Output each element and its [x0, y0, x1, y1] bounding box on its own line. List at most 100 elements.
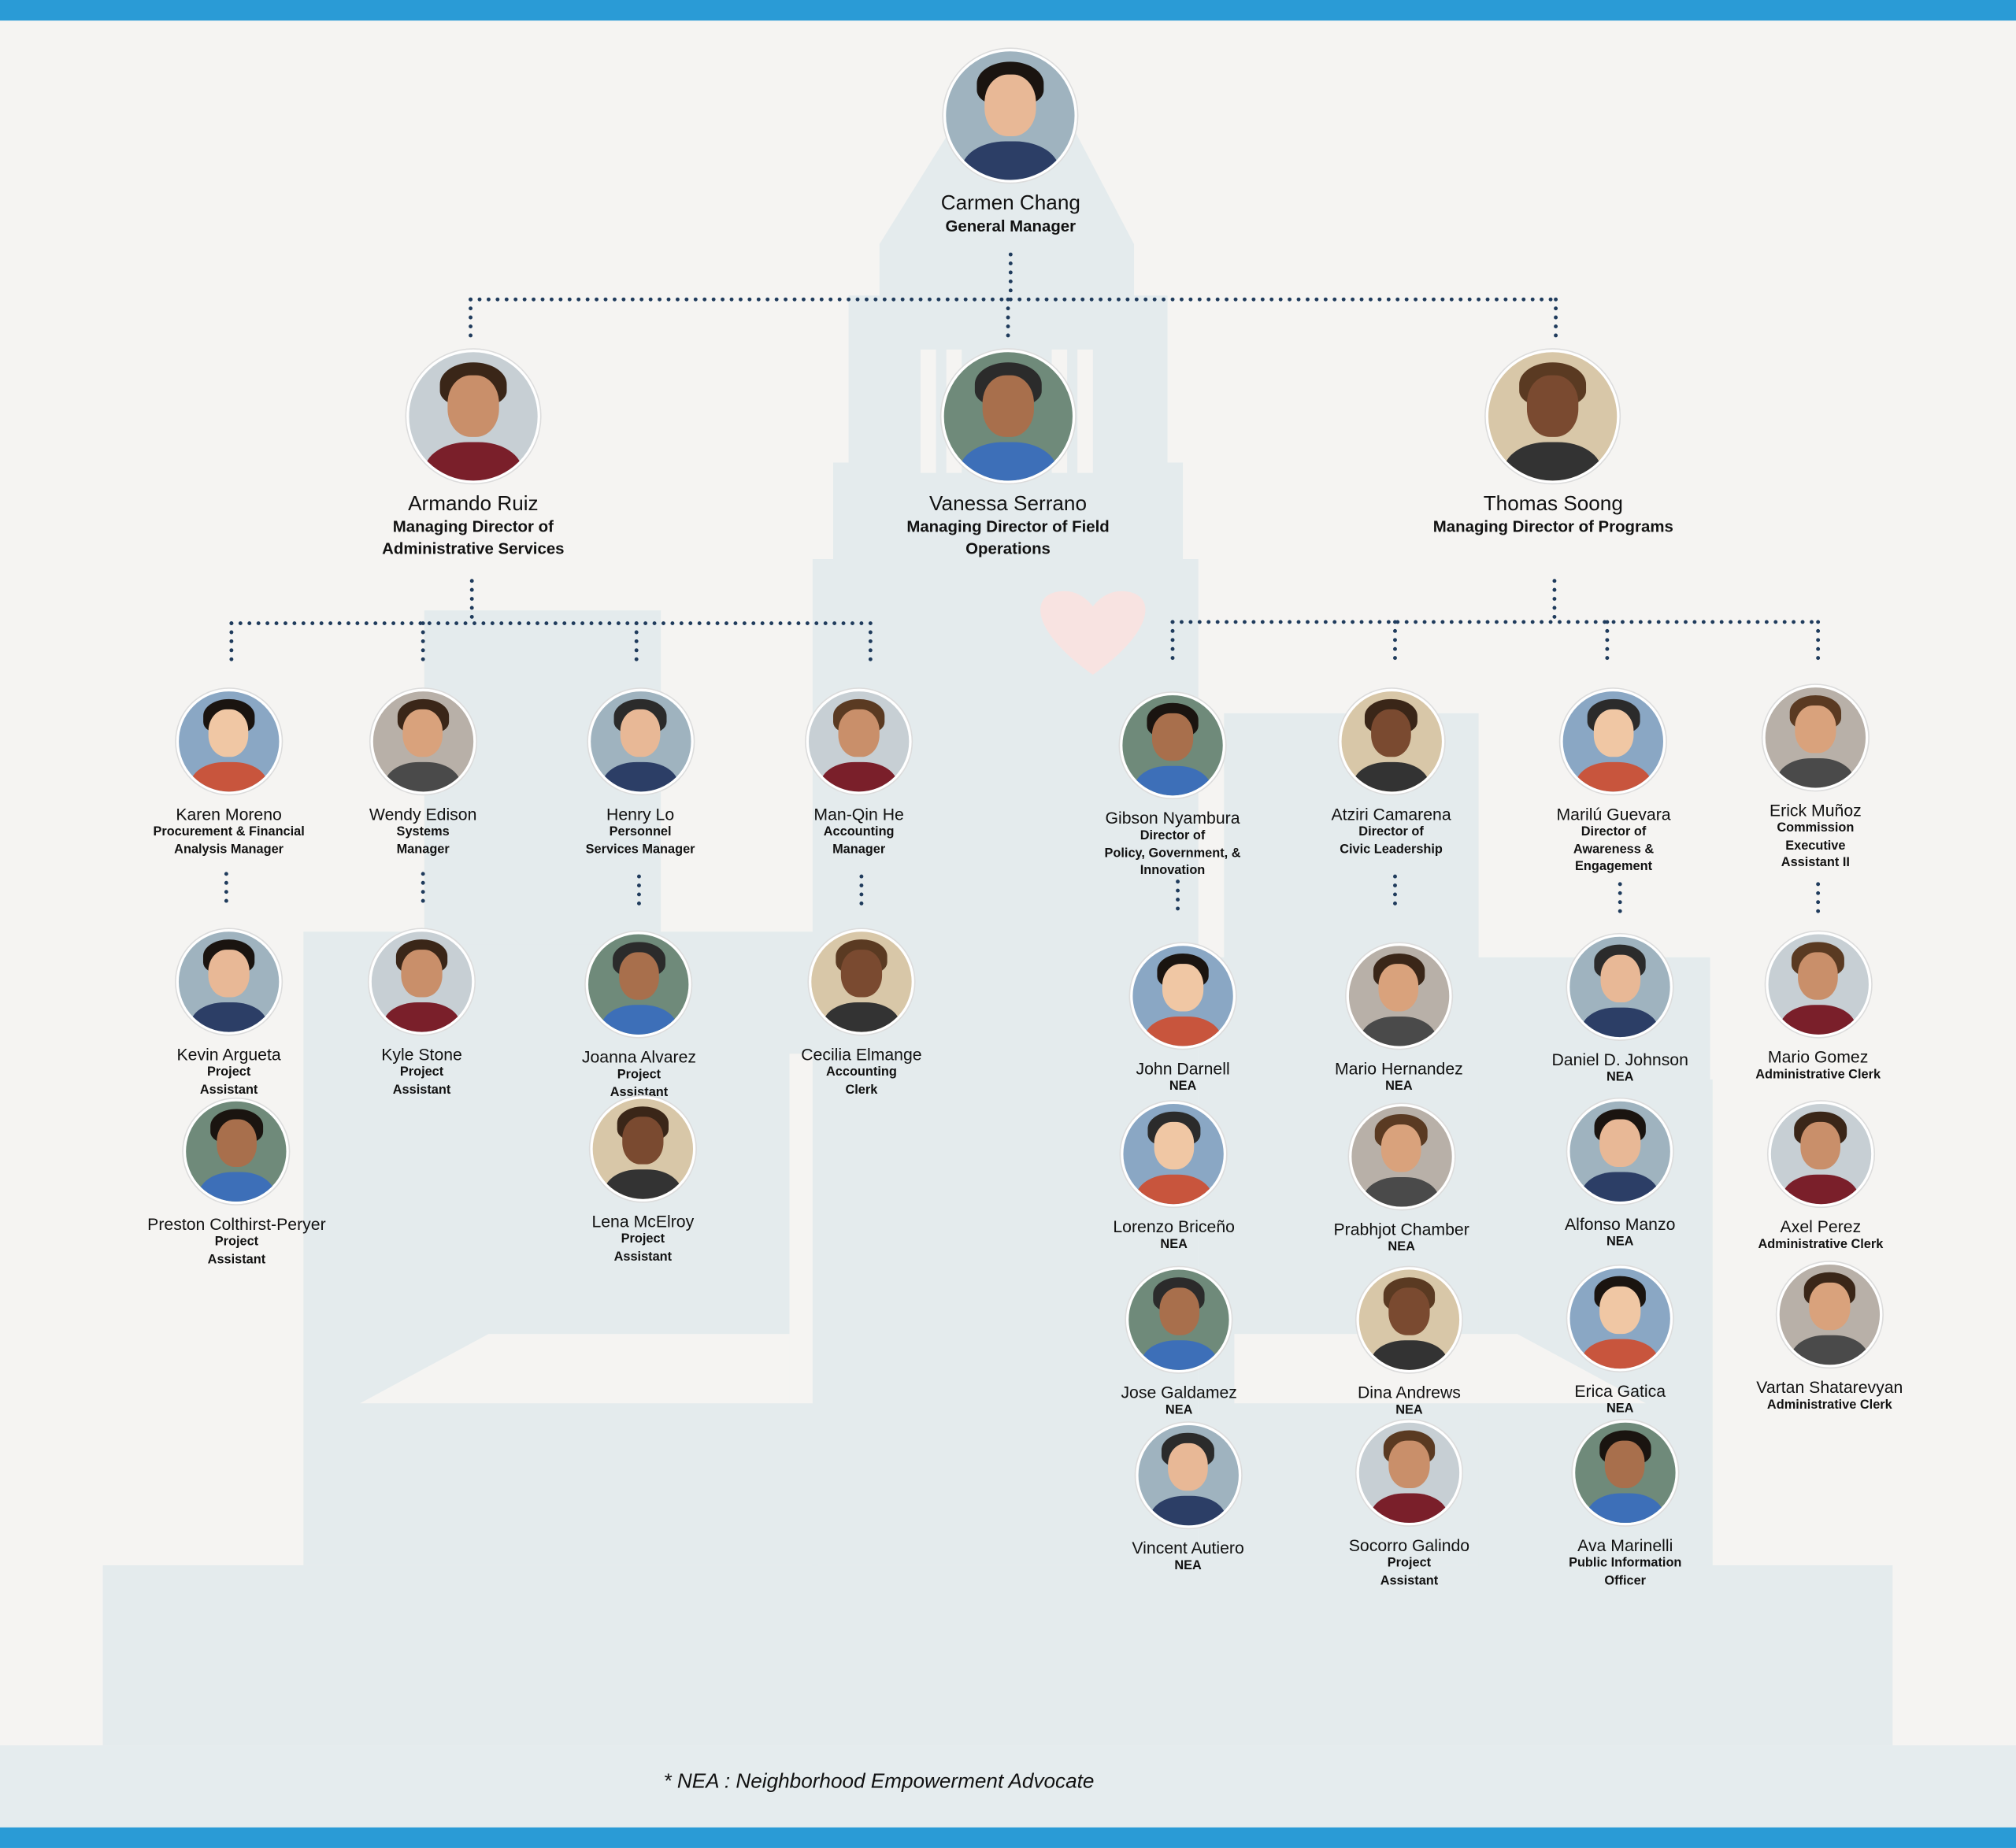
- avatar: [1130, 943, 1236, 1049]
- nea-footnote: * NEA : Neighborhood Empowerment Advocat…: [663, 1771, 1095, 1793]
- person-name: Vincent Autiero: [1132, 1538, 1244, 1558]
- person-title: Assistant: [610, 1085, 669, 1100]
- person-title: Public Information: [1569, 1556, 1682, 1571]
- person-title: Civic Leadership: [1340, 842, 1443, 857]
- avatar: [1777, 1261, 1883, 1368]
- person-title: Managing Director of: [392, 517, 554, 536]
- avatar: [941, 349, 1075, 483]
- avatar: [806, 688, 912, 794]
- person-name: Axel Perez: [1780, 1217, 1862, 1237]
- avatar: [1767, 1101, 1873, 1207]
- person-name: Dina Andrews: [1357, 1383, 1461, 1402]
- avatar: [1572, 1420, 1678, 1526]
- person-name: Lena McElroy: [591, 1212, 695, 1231]
- person-name: Preston Colthirst-Peryer: [147, 1214, 326, 1234]
- person-title: Administrative Clerk: [1758, 1237, 1884, 1252]
- bottom-accent-bar: [0, 1827, 2016, 1848]
- person-title: Project: [617, 1068, 662, 1083]
- person-title: Project: [214, 1235, 259, 1250]
- person-title: Accounting: [823, 824, 895, 839]
- person-title: NEA: [1395, 1403, 1423, 1418]
- person-name: Armando Ruiz: [408, 493, 539, 516]
- person-name: Erica Gatica: [1574, 1381, 1666, 1401]
- avatar: [176, 688, 282, 794]
- person-title: Operations: [965, 539, 1051, 558]
- person-name: Jose Galdamez: [1121, 1383, 1237, 1402]
- avatar: [1135, 1422, 1241, 1528]
- person-title: NEA: [1606, 1235, 1634, 1250]
- person-name: Lorenzo Briceño: [1113, 1217, 1235, 1237]
- person-title: Assistant: [613, 1250, 673, 1265]
- person-title: NEA: [1165, 1403, 1193, 1418]
- person-name: Henry Lo: [606, 804, 675, 824]
- person-title: Administrative Services: [382, 539, 565, 558]
- avatar: [1348, 1103, 1455, 1209]
- person-name: Cecilia Elmange: [801, 1044, 922, 1065]
- person-title: Project: [206, 1065, 251, 1080]
- avatar: [183, 1098, 290, 1205]
- avatar: [1567, 1265, 1673, 1372]
- person-title: Project: [621, 1232, 665, 1247]
- person-title: Assistant II: [1781, 855, 1850, 870]
- person-title: General Manager: [945, 217, 1077, 235]
- person-title: Assistant: [199, 1083, 258, 1097]
- person-title: Executive: [1785, 838, 1846, 853]
- avatar: [1762, 684, 1869, 791]
- avatar: [370, 688, 476, 794]
- person-title: Commission: [1777, 820, 1855, 835]
- person-title: Accounting: [826, 1065, 897, 1080]
- avatar: [1561, 688, 1666, 794]
- footer-band: [0, 1745, 2016, 1828]
- person-title: Clerk: [845, 1083, 878, 1097]
- person-title: Project: [1387, 1556, 1432, 1571]
- person-name: Karen Moreno: [176, 804, 282, 824]
- person-name: Daniel D. Johnson: [1551, 1050, 1688, 1069]
- person-title: Director of: [1581, 824, 1647, 839]
- person-title: Systems: [396, 824, 450, 839]
- person-name: Socorro Galindo: [1348, 1535, 1470, 1555]
- person-title: Personnel: [609, 824, 672, 839]
- person-title: Administrative Clerk: [1755, 1068, 1881, 1083]
- avatar: [406, 349, 540, 483]
- person-title: Engagement: [1575, 859, 1653, 874]
- person-name: Joanna Alvarez: [581, 1047, 697, 1067]
- avatar: [1338, 688, 1444, 794]
- avatar: [1121, 1101, 1227, 1207]
- avatar: [1356, 1420, 1462, 1526]
- person-title: NEA: [1606, 1402, 1634, 1417]
- person-title: Assistant: [1380, 1573, 1439, 1588]
- person-name: Vartan Shatarevyan: [1756, 1377, 1903, 1398]
- person-title: Assistant: [207, 1252, 266, 1267]
- person-name: Vanessa Serrano: [929, 493, 1087, 516]
- person-name: Kevin Argueta: [176, 1044, 281, 1065]
- person-title: NEA: [1169, 1079, 1197, 1094]
- person-name: Ava Marinelli: [1577, 1535, 1673, 1555]
- avatar: [943, 49, 1078, 183]
- person-title: Innovation: [1140, 863, 1206, 878]
- avatar: [587, 688, 694, 794]
- person-name: Marilú Guevara: [1556, 804, 1671, 824]
- person-title: Administrative Clerk: [1766, 1398, 1892, 1413]
- person-name: Thomas Soong: [1483, 493, 1623, 516]
- avatar: [808, 929, 914, 1035]
- person-title: Assistant: [392, 1083, 451, 1097]
